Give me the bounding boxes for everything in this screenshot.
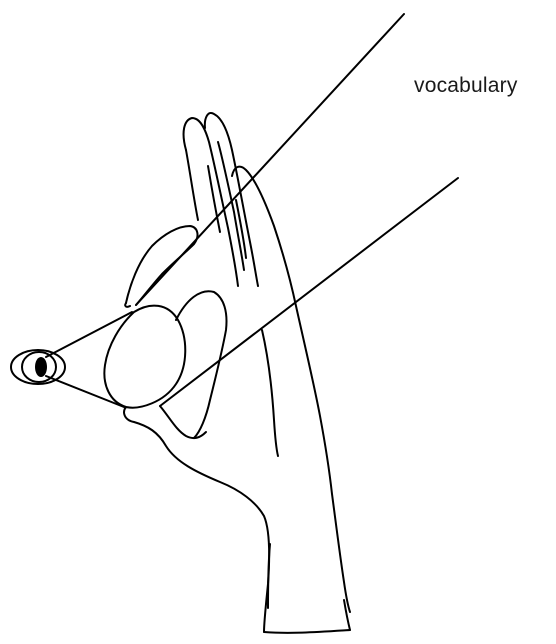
sight-cone: [46, 312, 132, 407]
diagram-caption: vocabulary: [414, 74, 518, 98]
hand-icon: [124, 113, 350, 633]
eye-icon: [11, 350, 65, 384]
